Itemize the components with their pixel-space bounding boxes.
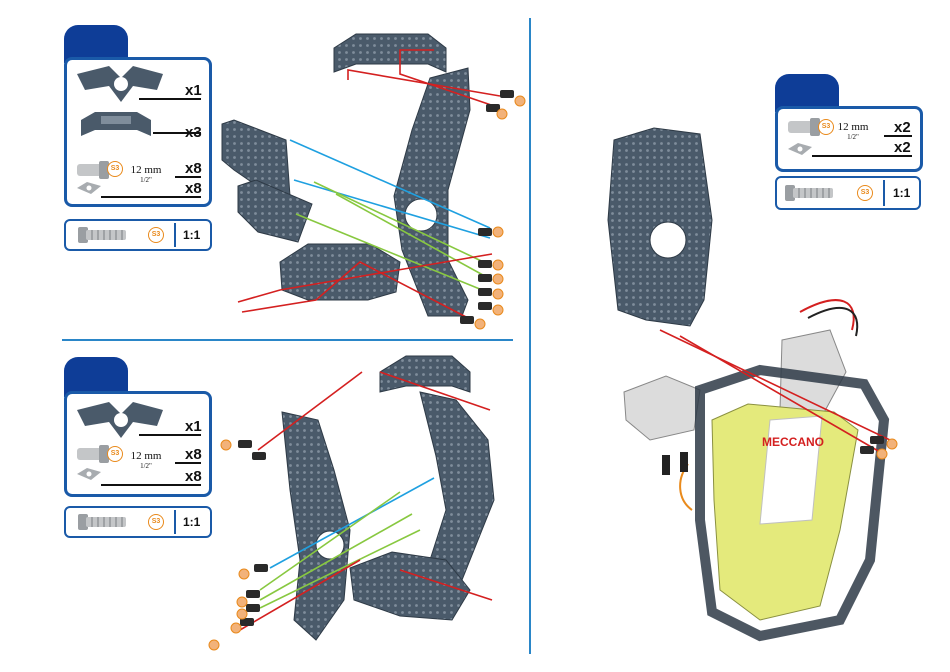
meccano-logo: MECCANO xyxy=(762,435,824,449)
step-b-exploded-view xyxy=(209,356,494,650)
step-a-exploded-view xyxy=(222,34,525,329)
step-c-assembly: MECCANO xyxy=(608,128,897,636)
